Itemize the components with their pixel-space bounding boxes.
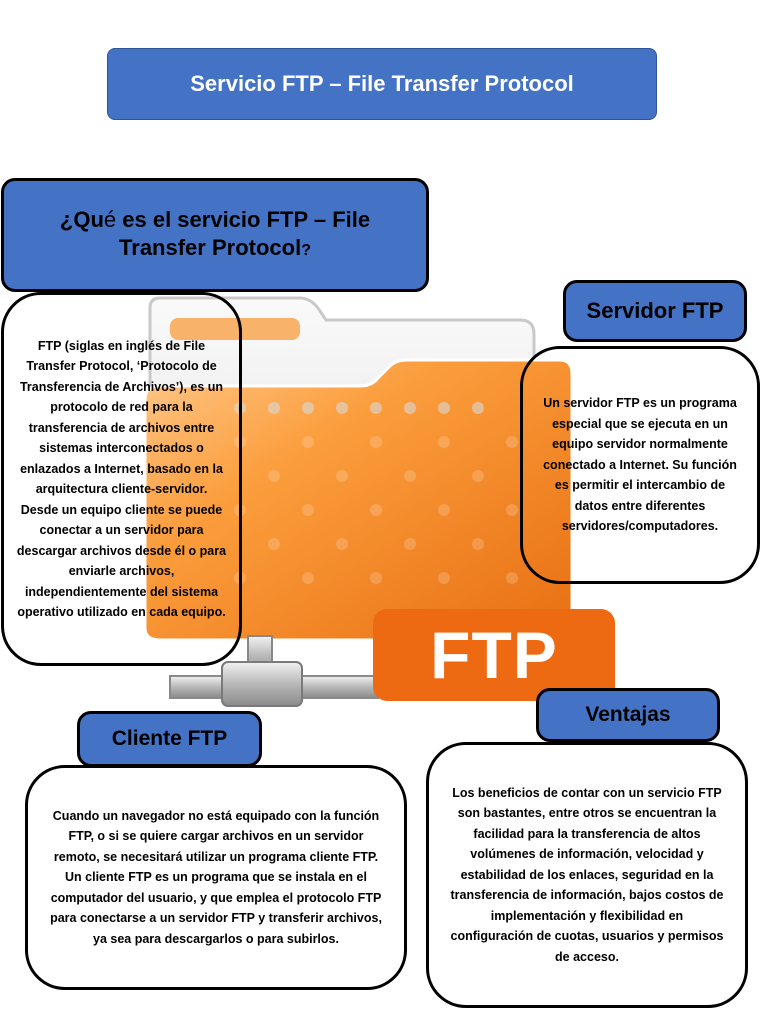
cliente-ftp-heading: Cliente FTP — [77, 711, 262, 767]
servidor-ftp-box: Un servidor FTP es un programa especial … — [520, 346, 760, 584]
ftp-badge: FTP — [373, 609, 615, 701]
ftp-description-text: FTP (siglas en inglés de File Transfer P… — [16, 338, 227, 620]
ventajas-heading: Ventajas — [536, 688, 720, 742]
cliente-ftp-text: Cuando un navegador no está equipado con… — [50, 808, 382, 946]
servidor-ftp-heading: Servidor FTP — [563, 280, 747, 342]
what-is-ftp-heading: ¿Qué es el servicio FTP – File Transfer … — [1, 178, 429, 292]
page-title: Servicio FTP – File Transfer Protocol — [107, 48, 657, 120]
servidor-ftp-text: Un servidor FTP es un programa especial … — [543, 396, 737, 534]
question-heading-text: ¿Qué es el servicio FTP – File Transfer … — [59, 206, 371, 260]
ventajas-text: Los beneficios de contar con un servicio… — [450, 785, 724, 964]
ftp-description-box: FTP (siglas en inglés de File Transfer P… — [1, 292, 242, 666]
ventajas-box: Los beneficios de contar con un servicio… — [426, 742, 748, 1008]
cliente-ftp-box: Cuando un navegador no está equipado con… — [25, 765, 407, 990]
